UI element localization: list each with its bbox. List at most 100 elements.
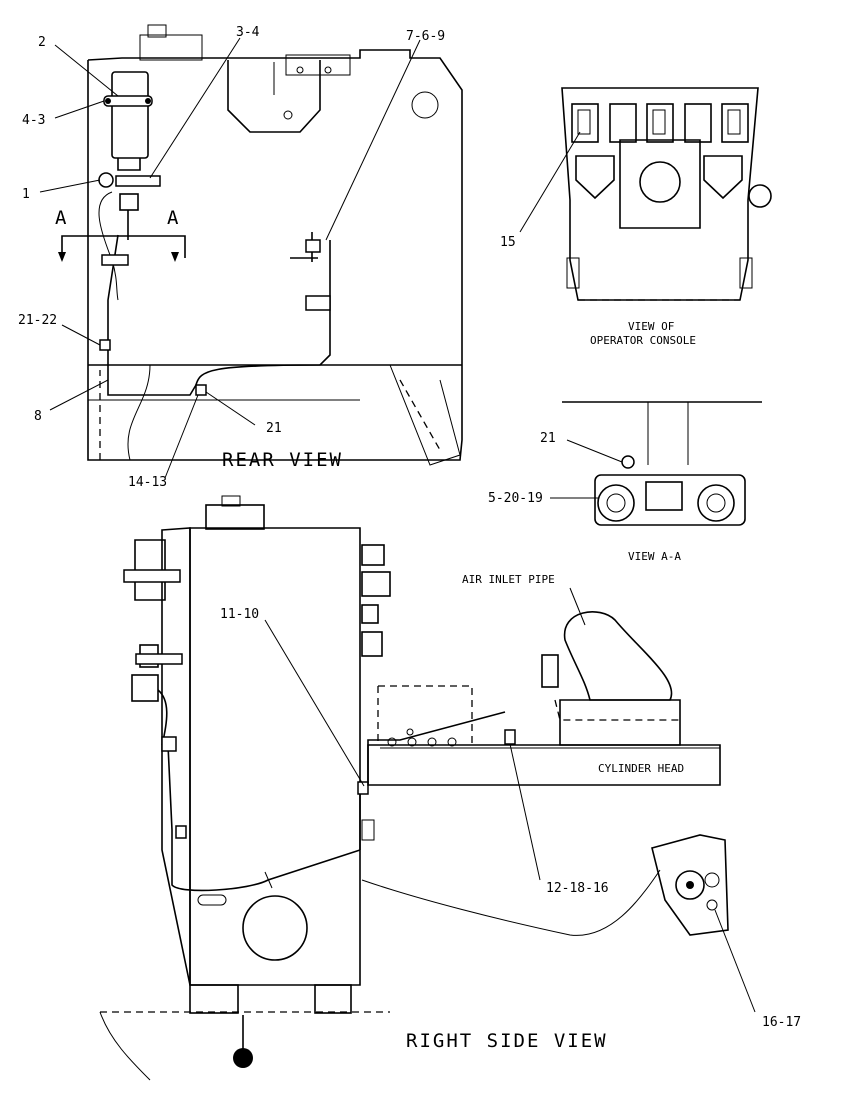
rear-clip-21 — [195, 384, 207, 396]
section-cut-line — [61, 235, 186, 258]
rear-clip-bolt-2 — [324, 66, 332, 74]
air-inlet-hidden — [554, 699, 680, 721]
side-sensor-12 — [504, 729, 516, 745]
callout-7-6-9: 7-6-9 — [406, 29, 445, 44]
leader-8 — [49, 379, 109, 411]
fuel-pump-port-center — [686, 881, 694, 889]
leader-15 — [519, 131, 581, 233]
leader-21-22 — [61, 324, 101, 346]
fuel-pump-fitting-2 — [706, 899, 718, 911]
side-fuel-line — [157, 689, 361, 892]
section-arrow-left-icon — [58, 252, 66, 262]
leader-1 — [39, 179, 101, 193]
console-center-plate — [619, 139, 701, 229]
side-ground-curve — [99, 1011, 151, 1081]
console-center-knob — [639, 161, 681, 203]
side-clip-11-10 — [357, 781, 369, 795]
callout-1: 1 — [22, 187, 30, 202]
callout-21-22: 21-22 — [18, 313, 57, 328]
console-view: 15 VIEW OF OPERATOR CONSOLE — [500, 87, 772, 347]
head-bolt — [406, 728, 414, 736]
rear-clip-3-4 — [115, 175, 161, 187]
rear-filler-neck — [147, 24, 167, 38]
side-clip-upper — [135, 653, 183, 665]
head-bolt — [427, 737, 437, 747]
side-valve-body — [131, 674, 159, 702]
section-hex-nut — [645, 481, 683, 511]
side-sensor-line — [359, 711, 506, 850]
fuel-pump-fitting — [704, 872, 720, 888]
air-inlet-pipe-body — [563, 611, 673, 701]
rear-valve — [119, 193, 139, 211]
callout-5-20-19: 5-20-19 — [488, 491, 543, 506]
side-block-5 — [361, 819, 375, 841]
rear-filter-canister — [111, 71, 149, 159]
side-block-2 — [361, 571, 391, 597]
leader-16-17 — [714, 909, 756, 1013]
head-bolt — [387, 737, 397, 747]
side-clamp-mark — [264, 871, 273, 889]
side-tank-outline — [189, 527, 361, 986]
right-side-view: 11-10 12-18-16 16-17 AIR INLET PIPE CYLI… — [99, 495, 801, 1081]
rear-tank-outline — [87, 49, 463, 461]
side-tank-edge — [161, 527, 191, 986]
rear-view-title: REAR VIEW — [222, 449, 343, 471]
rear-fuel-line-8 — [107, 210, 197, 396]
leader-4-3 — [54, 100, 105, 119]
side-filler-cap — [205, 504, 265, 530]
callout-3-4: 3-4 — [236, 25, 260, 40]
console-view-title-2: OPERATOR CONSOLE — [590, 334, 696, 347]
section-mark-left: A — [55, 207, 68, 229]
console-plate-left — [575, 155, 615, 200]
leader-21-section — [566, 439, 623, 463]
rear-hidden-2 — [399, 379, 441, 451]
console-switch-5-rocker — [727, 109, 741, 135]
rear-clip-bolt — [296, 66, 304, 74]
console-view-title-1: VIEW OF — [628, 320, 674, 333]
rear-top-clip — [285, 54, 351, 76]
head-bolt — [447, 737, 457, 747]
cyl-head-hidden — [377, 685, 473, 745]
section-view: 21 5-20-19 VIEW A-A — [488, 401, 762, 563]
callout-12-18-16: 12-18-16 — [546, 881, 609, 896]
rear-bracket-right — [305, 295, 331, 311]
section-view-title: VIEW A-A — [628, 550, 681, 563]
cyl-head-bolts — [387, 728, 457, 747]
section-manifold — [594, 474, 746, 526]
leader-3-4 — [149, 37, 241, 179]
rear-port — [411, 91, 439, 119]
fuel-pump-body — [651, 834, 729, 936]
air-inlet-base — [559, 699, 681, 746]
cylinder-head-label: CYLINDER HEAD — [598, 762, 684, 775]
leader-21 — [205, 391, 256, 426]
callout-11-10: 11-10 — [220, 607, 259, 622]
callout-8: 8 — [34, 409, 42, 424]
rear-sensor-body — [305, 239, 321, 253]
section-connector-left-inner — [606, 493, 626, 513]
console-plate-right — [703, 155, 743, 200]
console-switch-4 — [684, 103, 712, 143]
rear-break-line — [127, 364, 151, 461]
side-block-4 — [361, 631, 383, 657]
rear-bracket — [389, 364, 461, 466]
section-clip-21 — [621, 455, 635, 469]
leader-11-10 — [264, 619, 365, 787]
console-side-block-left — [566, 257, 580, 289]
side-tank-slot — [197, 894, 227, 906]
section-mark-right: A — [167, 207, 180, 229]
rear-clamp-bolt-2 — [145, 98, 151, 104]
side-filler-neck — [221, 495, 241, 507]
callout-15: 15 — [500, 235, 516, 250]
callout-16-17: 16-17 — [762, 1015, 801, 1030]
air-inlet-sensor — [541, 654, 559, 688]
callout-4-3: 4-3 — [22, 113, 45, 128]
console-switch-3 — [646, 103, 674, 143]
side-view-title: RIGHT SIDE VIEW — [406, 1030, 608, 1052]
console-switch-1 — [571, 103, 599, 143]
rear-filter-clamp — [103, 95, 153, 107]
rear-wire — [98, 191, 119, 301]
rear-inner-plate — [227, 60, 321, 133]
section-arrow-right-icon — [171, 252, 179, 262]
head-bolt — [407, 737, 417, 747]
